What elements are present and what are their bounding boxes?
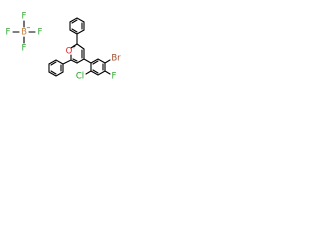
phenyl-left-double-1 <box>50 61 57 66</box>
oxygen-label: O <box>66 47 73 57</box>
phenyl-ring-left <box>48 59 64 77</box>
phenyl-top-double-1 <box>71 19 78 24</box>
pyrylium-ring: O + <box>66 43 85 64</box>
bromine-label: Br <box>111 54 121 64</box>
fluorine-label-bottom: F <box>22 44 27 54</box>
phenyl-ring-top <box>69 17 85 35</box>
bond-aryl-br <box>104 59 111 64</box>
boron-charge: − <box>26 26 30 32</box>
pyrylium-c2-o <box>70 43 78 49</box>
phenyl-left-outline <box>48 59 64 77</box>
bond-pyrylium-to-phenyl-left <box>62 59 72 65</box>
bond-aryl-f <box>104 70 111 75</box>
chlorine-label: Cl <box>76 72 84 82</box>
phenyl-top-outline <box>69 17 85 35</box>
fluorine-label-top: F <box>22 12 27 22</box>
fluorine-label-right: F <box>38 28 43 38</box>
oxygen-charge: + <box>72 45 76 51</box>
aryl-ring <box>90 58 106 76</box>
pyrylium-c3-c2 <box>76 43 85 50</box>
aryl-double-3 <box>92 69 99 74</box>
phenyl-left-double-2 <box>50 70 57 75</box>
chemical-structure: B − F F F F O + <box>6 12 122 82</box>
bond-aryl-cl <box>85 70 92 75</box>
bond-pyrylium-to-aryl <box>83 58 92 64</box>
pyrylium-c6-c5 <box>70 59 78 64</box>
aryl-double-1 <box>92 60 99 65</box>
fluorine-label-left: F <box>6 28 11 38</box>
fluorine-label-aryl: F <box>112 72 117 82</box>
pyrylium-double-2 <box>72 58 78 62</box>
boron-label: B <box>21 28 27 38</box>
pyrylium-c5-c4 <box>76 58 85 64</box>
tetrafluoroborate: B − F F F F <box>6 12 43 54</box>
phenyl-top-double-3 <box>71 28 78 33</box>
